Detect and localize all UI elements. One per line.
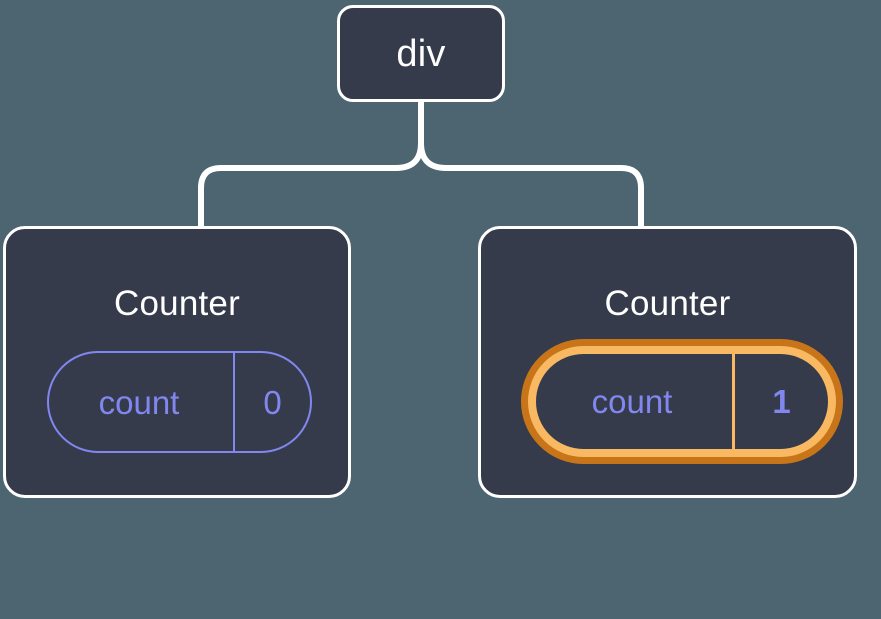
state-key-label: count — [98, 383, 180, 421]
node-root-label: div — [396, 32, 446, 75]
highlight-ring-outer — [521, 339, 843, 464]
state-value-label: 1 — [732, 354, 828, 449]
highlight-ring-inner: count 1 — [528, 346, 836, 457]
state-pill-count-left[interactable]: count 0 — [47, 351, 312, 453]
node-counter-left-title: Counter — [114, 284, 240, 323]
state-value-label: 0 — [233, 353, 310, 451]
state-pill-count-right-highlighted[interactable]: count 1 — [521, 339, 843, 464]
node-counter-right[interactable]: Counter count 1 — [478, 226, 857, 498]
node-counter-right-title: Counter — [604, 284, 731, 323]
state-key-label: count — [591, 383, 673, 420]
node-root-div[interactable]: div — [337, 5, 505, 102]
diagram-canvas: div Counter count 0 Counter count 1 — [3, 5, 857, 498]
node-counter-left[interactable]: Counter count 0 — [3, 226, 351, 498]
